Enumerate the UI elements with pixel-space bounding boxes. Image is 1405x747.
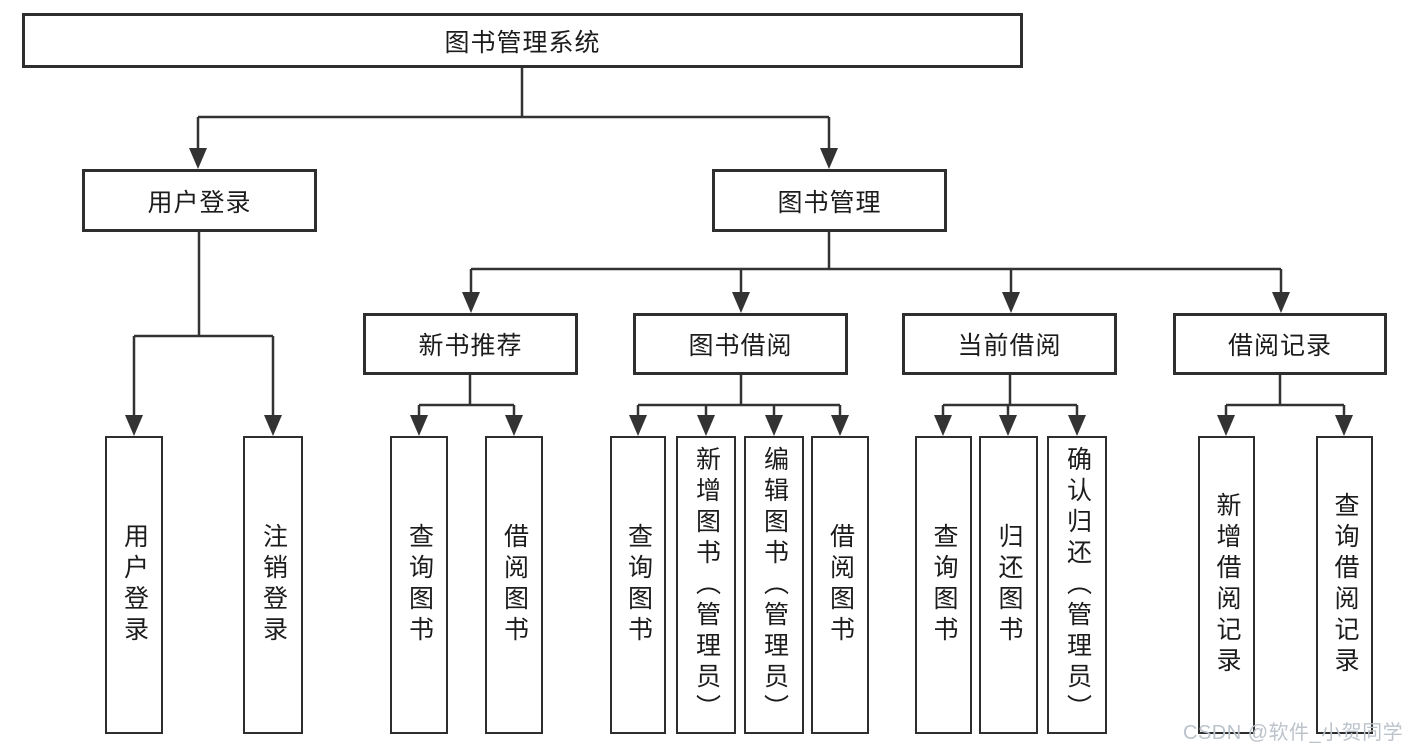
leaf-add-borrow-record: 新增借阅记录 <box>1198 436 1255 734</box>
leaf-borrow-book-label: 借阅图书 <box>826 523 855 647</box>
leaf-add-borrow-record-label: 新增借阅记录 <box>1213 492 1241 678</box>
node-borrow-records: 借阅记录 <box>1173 313 1387 375</box>
node-user-login-label: 用户登录 <box>147 188 252 217</box>
leaf-query-book-borrow-label: 查询图书 <box>624 523 653 647</box>
node-user-login: 用户登录 <box>82 169 317 232</box>
leaf-query-book-recommend-label: 查询图书 <box>405 523 434 647</box>
leaf-user-login-label: 用户登录 <box>120 523 149 647</box>
node-root: 图书管理系统 <box>22 13 1023 68</box>
node-new-book-recommend-label: 新书推荐 <box>418 332 523 360</box>
node-new-book-recommend: 新书推荐 <box>363 313 578 375</box>
node-root-label: 图书管理系统 <box>444 28 601 57</box>
leaf-add-book-admin: 新增图书（管理员） <box>676 436 736 734</box>
leaf-borrow-book-recommend-label: 借阅图书 <box>500 523 529 647</box>
node-current-borrow: 当前借阅 <box>902 313 1117 375</box>
leaf-query-book-current-label: 查询图书 <box>930 523 958 647</box>
node-borrow-records-label: 借阅记录 <box>1227 332 1332 360</box>
leaf-borrow-book-recommend: 借阅图书 <box>485 436 543 734</box>
connector-lines <box>132 68 1346 417</box>
leaf-confirm-return-admin-label: 确认归还（管理员） <box>1063 445 1092 725</box>
leaf-query-book-recommend: 查询图书 <box>390 436 448 734</box>
node-current-borrow-label: 当前借阅 <box>957 332 1062 360</box>
leaf-borrow-book: 借阅图书 <box>811 436 869 734</box>
leaf-return-book: 归还图书 <box>979 436 1038 734</box>
leaf-logout-label: 注销登录 <box>259 523 288 647</box>
node-book-management: 图书管理 <box>712 169 947 232</box>
leaf-edit-book-admin-label: 编辑图书（管理员） <box>760 445 789 725</box>
leaf-query-book-current: 查询图书 <box>915 436 972 734</box>
leaf-query-borrow-record: 查询借阅记录 <box>1316 436 1373 734</box>
leaf-logout: 注销登录 <box>243 436 303 734</box>
leaf-query-book-borrow: 查询图书 <box>610 436 666 734</box>
leaf-add-book-admin-label: 新增图书（管理员） <box>692 445 721 725</box>
leaf-edit-book-admin: 编辑图书（管理员） <box>744 436 804 734</box>
node-book-borrow-label: 图书借阅 <box>688 332 793 360</box>
csdn-watermark: CSDN @软件_小贺同学 <box>1183 722 1404 744</box>
leaf-user-login: 用户登录 <box>105 436 163 734</box>
node-book-management-label: 图书管理 <box>777 188 882 217</box>
arrowheads <box>125 148 1353 436</box>
leaf-query-borrow-record-label: 查询借阅记录 <box>1331 492 1359 678</box>
leaf-confirm-return-admin: 确认归还（管理员） <box>1047 436 1107 734</box>
node-book-borrow: 图书借阅 <box>633 313 848 375</box>
leaf-return-book-label: 归还图书 <box>995 523 1023 647</box>
